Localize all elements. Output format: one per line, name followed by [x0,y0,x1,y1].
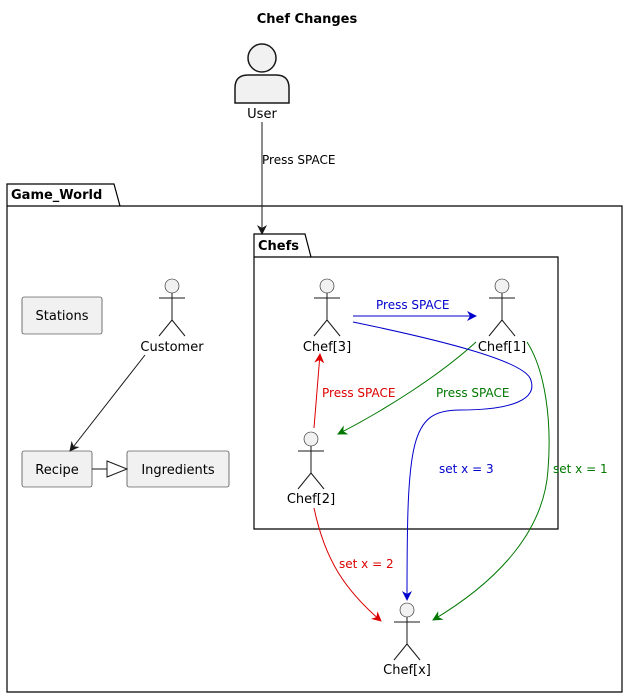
edge-chef1-to-chefx-label: set x = 1 [553,462,608,476]
chef2-label: Chef[2] [287,492,335,507]
user-icon [234,43,290,104]
ingredients-label: Ingredients [141,463,215,478]
edge-chef2-to-chefx-label: set x = 2 [339,557,394,571]
edge-user-to-chefs-label: Press SPACE [262,153,335,167]
chef3-actor-icon [313,278,341,337]
chef3-label: Chef[3] [303,340,351,355]
chef1-label: Chef[1] [478,340,526,355]
chefx-label: Chef[x] [383,663,431,678]
edge-chef3-to-chefx-label: set x = 3 [439,462,494,476]
chef1-actor-icon [488,278,516,337]
edge-chef1-to-chefx [432,341,550,621]
stations-label: Stations [36,309,89,324]
edge-chef2-to-chef3 [313,353,325,429]
chefs-package [253,233,559,530]
generalization-arrow-icon [106,460,129,478]
chefs-package-label: Chefs [258,239,299,254]
stations-box [21,296,103,335]
customer-actor-icon [158,278,186,337]
edge-chef3-to-chefx [352,321,533,601]
diagram-title: Chef Changes [257,12,358,27]
game-world-package-label: Game_World [11,188,102,203]
edge-chef3-to-chef1-label: Press SPACE [376,298,449,312]
user-label: User [247,107,277,122]
chef2-actor-icon [297,431,325,490]
recipe-label: Recipe [35,463,78,478]
edge-chef2-to-chef3-label: Press SPACE [322,386,395,400]
chefx-actor-icon [393,602,421,661]
edge-customer-to-recipe [69,354,146,452]
edge-chef1-to-chef2 [337,341,477,435]
game-world-package [6,183,623,693]
customer-label: Customer [140,340,204,355]
edge-chef2-to-chefx [313,507,382,622]
edge-chef1-to-chef2-label: Press SPACE [436,386,509,400]
